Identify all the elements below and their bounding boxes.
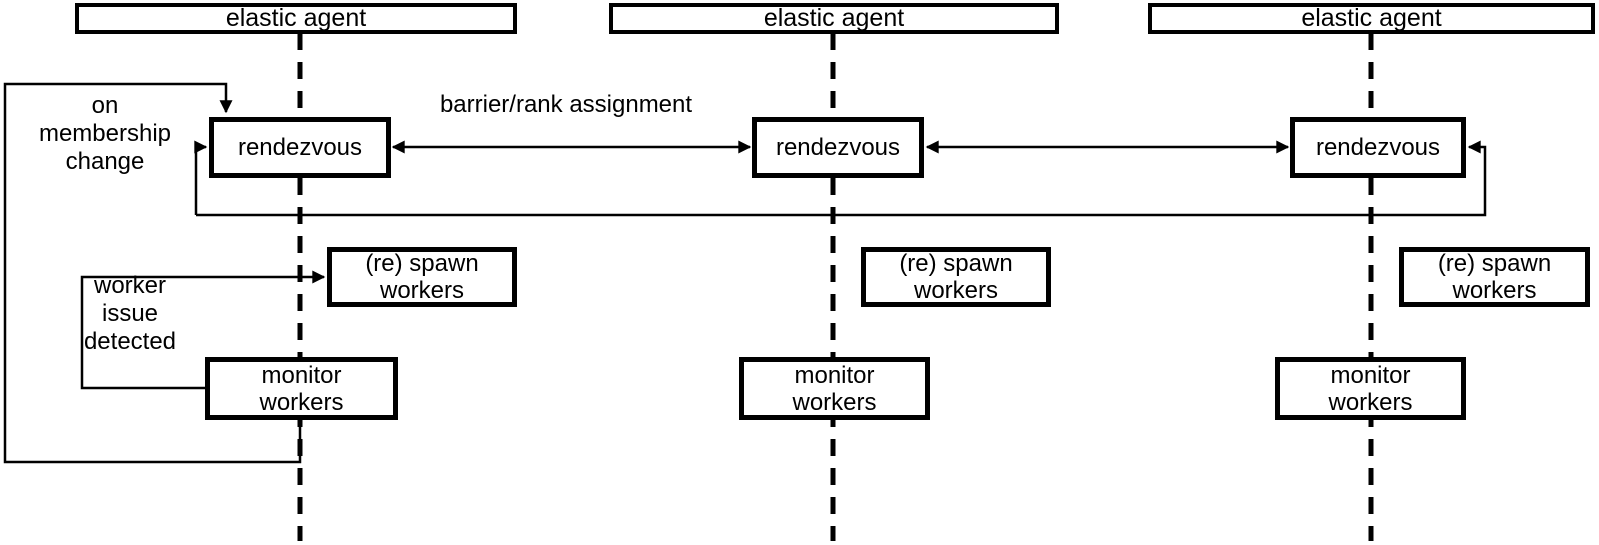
membership-change-loop-arrow: [3, 82, 302, 464]
worker-issue-detected-label: worker issue detected: [45, 272, 215, 356]
membership-change-label-line1: on: [91, 92, 119, 119]
monitor-workers-line1: monitor: [794, 361, 875, 389]
worker-issue-label-line2: issue: [101, 300, 159, 327]
monitor-workers-line2: workers: [792, 388, 877, 416]
membership-change-label: on membership change: [20, 92, 190, 176]
respawn-workers-box-1: (re) spawn workers: [327, 247, 517, 307]
respawn-workers-line2: workers: [913, 277, 998, 304]
rendezvous-box-2: rendezvous: [752, 117, 924, 178]
respawn-workers-line2: workers: [379, 277, 464, 304]
membership-change-label-line3: change: [65, 148, 145, 175]
rendezvous-box-1: rendezvous: [209, 117, 391, 178]
worker-issue-label-line1: worker: [93, 272, 166, 299]
respawn-workers-line2: workers: [1452, 277, 1537, 304]
monitor-workers-line1: monitor: [1330, 361, 1411, 389]
barrier-rank-assignment-label: barrier/rank assignment: [439, 91, 693, 118]
respawn-workers-line1: (re) spawn: [899, 250, 1013, 277]
monitor-workers-line2: workers: [1328, 388, 1413, 416]
monitor-workers-box-1: monitor workers: [205, 357, 398, 420]
rendezvous-feedback-line: [196, 140, 1487, 217]
respawn-workers-line1: (re) spawn: [365, 250, 479, 277]
membership-change-label-line2: membership: [38, 120, 172, 147]
worker-issue-loop-arrow: [80, 270, 326, 390]
monitor-workers-box-3: monitor workers: [1275, 357, 1466, 420]
worker-issue-label-line3: detected: [83, 328, 177, 355]
monitor-workers-line1: monitor: [261, 361, 342, 389]
monitor-workers-box-2: monitor workers: [739, 357, 930, 420]
respawn-workers-box-3: (re) spawn workers: [1399, 247, 1590, 307]
elastic-agent-box-1: elastic agent: [75, 3, 517, 34]
respawn-workers-line1: (re) spawn: [1437, 250, 1552, 277]
respawn-workers-box-2: (re) spawn workers: [861, 247, 1051, 307]
rendezvous-reentry-arrow: [194, 140, 208, 215]
elastic-agent-box-3: elastic agent: [1148, 3, 1595, 34]
elastic-agent-box-2: elastic agent: [609, 3, 1059, 34]
monitor-workers-line2: workers: [259, 388, 344, 416]
rendezvous-box-3: rendezvous: [1290, 117, 1466, 178]
